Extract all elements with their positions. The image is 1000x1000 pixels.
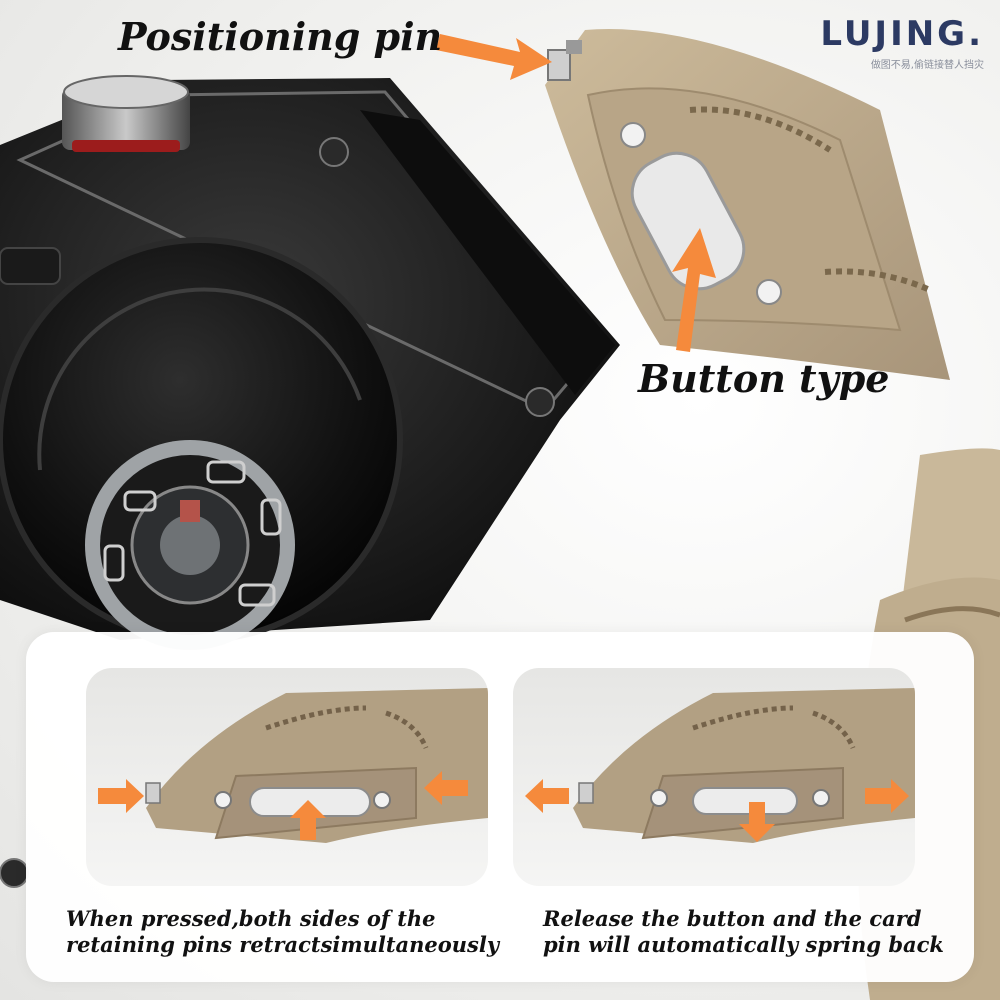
torx-screw-icon — [0, 137, 555, 888]
arrow-icon — [436, 34, 716, 352]
pressed-caption-line2: retaining pins retractsimultaneously — [66, 932, 500, 957]
released-caption-line2: pin will automatically spring back — [543, 932, 944, 957]
released-caption-line1: Release the button and the card — [543, 906, 922, 931]
released-state-photo — [513, 668, 915, 886]
strap-connector — [545, 29, 950, 380]
button-type-label: Button type — [638, 356, 890, 401]
pressed-state-photo — [86, 668, 488, 886]
brand-tagline: 做图不易,偷链接替人挡灾 — [870, 60, 984, 71]
pressed-caption: When pressed,both sides of the retaining… — [66, 906, 506, 958]
released-caption: Release the button and the card pin will… — [543, 906, 963, 958]
arrow-icon — [98, 771, 468, 840]
watch-crown — [62, 75, 190, 152]
brand-logo: LUJING. — [820, 14, 984, 54]
arrow-icon — [525, 779, 909, 842]
pressed-caption-line1: When pressed,both sides of the — [66, 906, 436, 931]
positioning-pin-label: Positioning pin — [118, 14, 443, 59]
brand-watermark: LUJING. 做图不易,偷链接替人挡灾 — [820, 14, 984, 71]
watch-caseback — [0, 237, 403, 650]
